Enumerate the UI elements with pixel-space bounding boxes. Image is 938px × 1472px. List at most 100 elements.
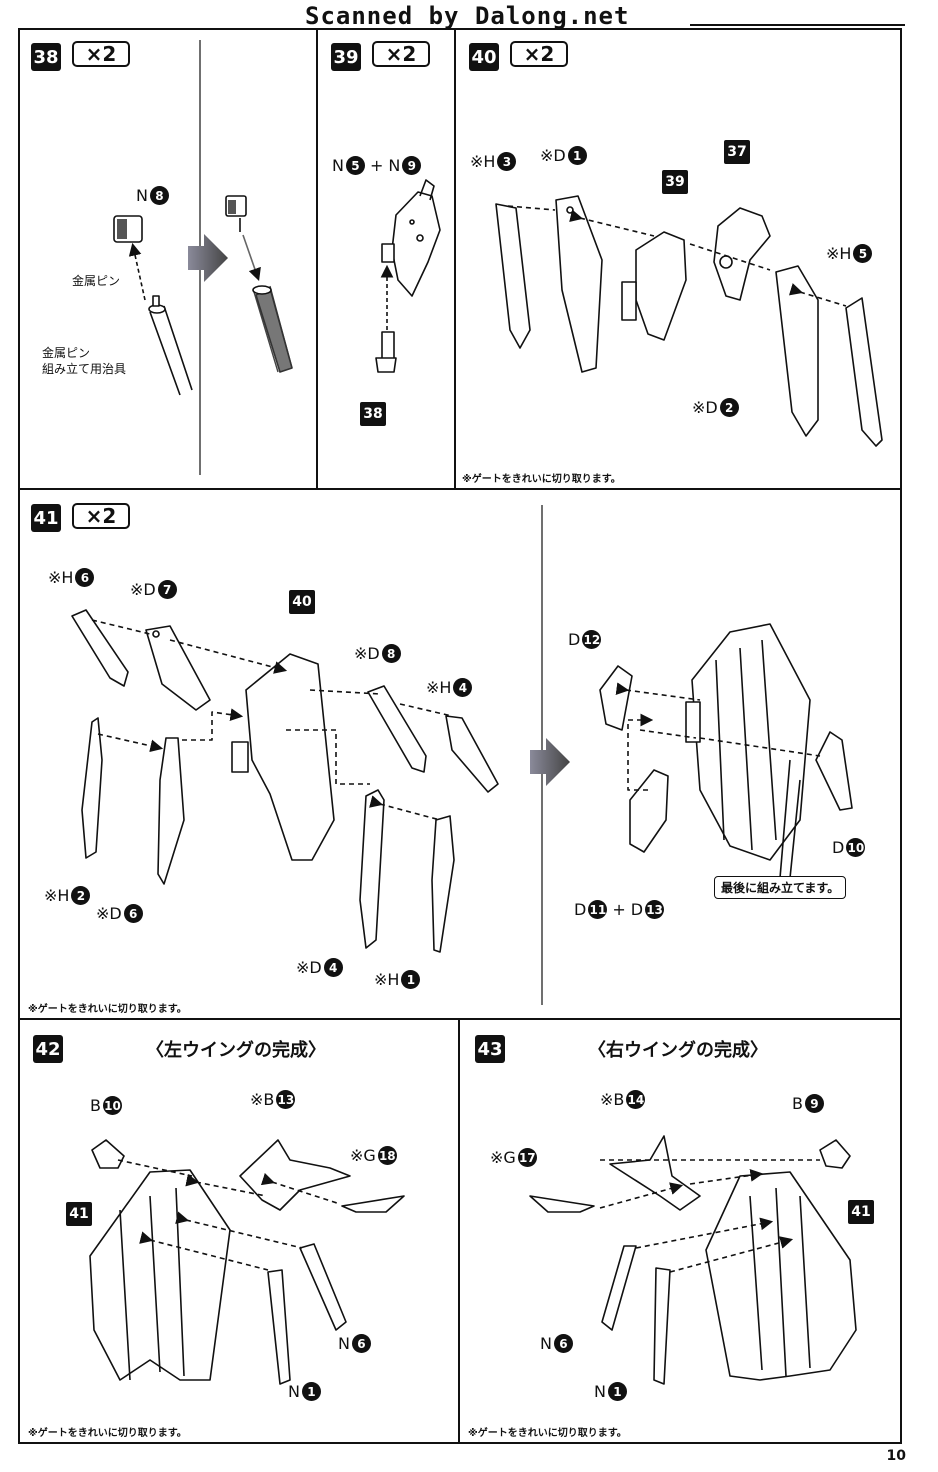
part-number-circle: 9 (804, 1094, 824, 1113)
gate-note-42: ※ゲートをきれいに切り取ります。 (28, 1428, 187, 1439)
part-number-circle: 5 (345, 156, 365, 175)
part-letter: ※D (96, 904, 122, 923)
part-letter: ※B (250, 1090, 275, 1109)
part-letter: ※D (130, 580, 156, 599)
gate-note-40: ※ゲートをきれいに切り取ります。 (462, 474, 621, 485)
part-number-circle: 1 (301, 1382, 321, 1401)
step-reference-40: 40 (289, 590, 315, 614)
part-number-circle: 18 (377, 1146, 397, 1165)
part-letter: ※B (600, 1090, 625, 1109)
part-number-circle: 5 (853, 244, 873, 263)
step-number-43: 43 (475, 1035, 505, 1063)
part-letter: ※D (692, 398, 718, 417)
quantity-badge-41: ×2 (72, 503, 130, 529)
next-arrow-41 (530, 738, 570, 786)
step-number-40: 40 (469, 43, 499, 71)
scan-credit: Scanned by Dalong.net (305, 2, 630, 30)
part-number-circle: 14 (626, 1090, 646, 1109)
part-number-circle: 8 (381, 644, 401, 663)
part-letter: ※G (490, 1148, 516, 1167)
part-number-circle: 6 (351, 1334, 371, 1353)
part-letter: D (832, 838, 845, 857)
part-number-circle: 6 (553, 1334, 573, 1353)
part-number-circle: 17 (517, 1148, 537, 1167)
quantity-badge-40: ×2 (510, 41, 568, 67)
part-number-circle: 2 (719, 398, 739, 417)
part-letter: D (630, 900, 644, 919)
part-number-circle: 13 (276, 1090, 296, 1109)
part-letter: ※H (826, 244, 852, 263)
part-letter: ※H (470, 152, 496, 171)
gate-note-41: ※ゲートをきれいに切り取ります。 (28, 1004, 187, 1015)
metal-pin-label: 金属ピン (72, 274, 121, 288)
quantity-badge-39: ×2 (372, 41, 430, 67)
step-reference-41: 41 (66, 1202, 92, 1226)
part-letter: ※H (48, 568, 74, 587)
part-number-circle: 10 (846, 838, 866, 857)
part-number-circle: 8 (149, 186, 169, 205)
part-letter: ※H (426, 678, 452, 697)
part-number-circle: 11 (588, 900, 608, 919)
part-letter: ※H (374, 970, 400, 989)
step-reference-37: 37 (724, 140, 750, 164)
part-letter: B (792, 1094, 803, 1113)
part-letter: ※G (350, 1146, 376, 1165)
part-letter: N (338, 1334, 350, 1353)
assemble-last-callout: 最後に組み立てます。 (714, 876, 847, 899)
step-title-42: 〈左ウイングの完成〉 (146, 1040, 326, 1061)
part-number-circle: 9 (402, 156, 422, 175)
plus-sign: + (369, 156, 384, 175)
panel-step-43 (458, 1018, 902, 1444)
step-reference-41: 41 (848, 1200, 874, 1224)
jig-label-line2: 組み立て用治具 (42, 362, 127, 376)
part-number-circle: 2 (71, 886, 91, 905)
part-letter: N (388, 156, 401, 175)
quantity-badge-38: ×2 (72, 41, 130, 67)
step-number-39: 39 (331, 43, 361, 71)
part-letter: ※H (44, 886, 70, 905)
part-number-circle: 6 (123, 904, 143, 923)
part-letter: N (540, 1334, 552, 1353)
part-letter: ※D (296, 958, 322, 977)
part-number-circle: 7 (157, 580, 177, 599)
part-number-circle: 1 (567, 146, 587, 165)
part-letter: B (90, 1096, 101, 1115)
jig-label-line1: 金属ピン (42, 346, 91, 360)
part-number-circle: 10 (102, 1096, 122, 1115)
part-number-circle: 12 (582, 630, 602, 649)
part-letter: N (332, 156, 344, 175)
part-number-circle: 1 (401, 970, 421, 989)
step-title-43: 〈右ウイングの完成〉 (588, 1040, 768, 1061)
part-number-circle: 4 (323, 958, 343, 977)
plus-sign: + (612, 900, 626, 919)
step-number-42: 42 (33, 1035, 63, 1063)
part-number-circle: 4 (453, 678, 473, 697)
part-letter: N (594, 1382, 606, 1401)
step-number-41: 41 (31, 504, 61, 532)
part-letter: N (136, 186, 148, 205)
